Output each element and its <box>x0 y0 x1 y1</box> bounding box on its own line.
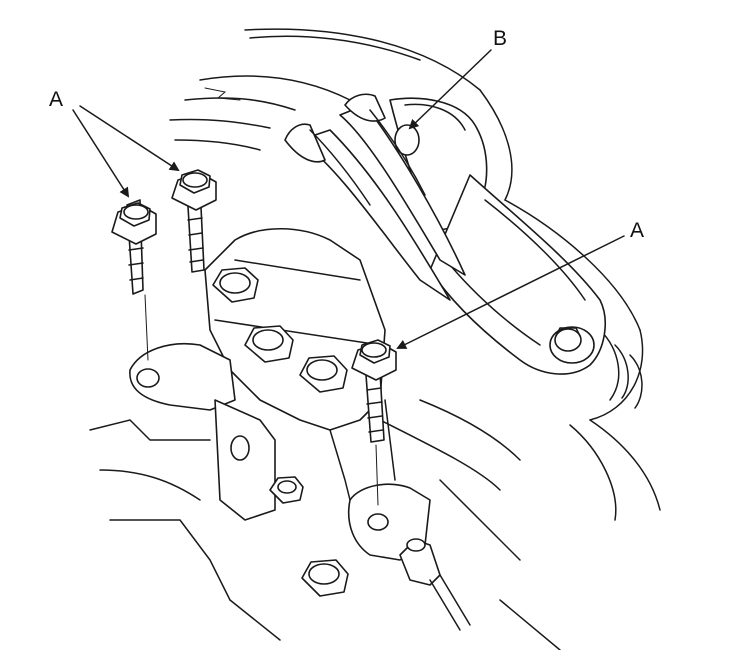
installed-bolt-3 <box>299 355 348 393</box>
installed-bolt-5 <box>301 559 349 597</box>
loose-bolt-right <box>351 339 397 506</box>
installed-bolt-2 <box>244 325 294 363</box>
mount-bracket <box>129 228 431 561</box>
mount-body <box>389 97 606 375</box>
installed-bolt-4 <box>269 476 304 504</box>
ground-terminal <box>399 538 471 631</box>
background-structure <box>89 28 661 650</box>
callout-a-left: A <box>49 88 64 111</box>
loose-bolt-left <box>111 199 157 361</box>
installed-bolt-1 <box>212 267 259 303</box>
callout-b: B <box>493 27 508 50</box>
installed-bolts <box>212 267 349 597</box>
loose-bolt-middle <box>171 169 217 273</box>
callout-leaders <box>72 49 625 349</box>
hose-bundle <box>284 93 466 301</box>
callout-a-right: A <box>630 219 645 242</box>
